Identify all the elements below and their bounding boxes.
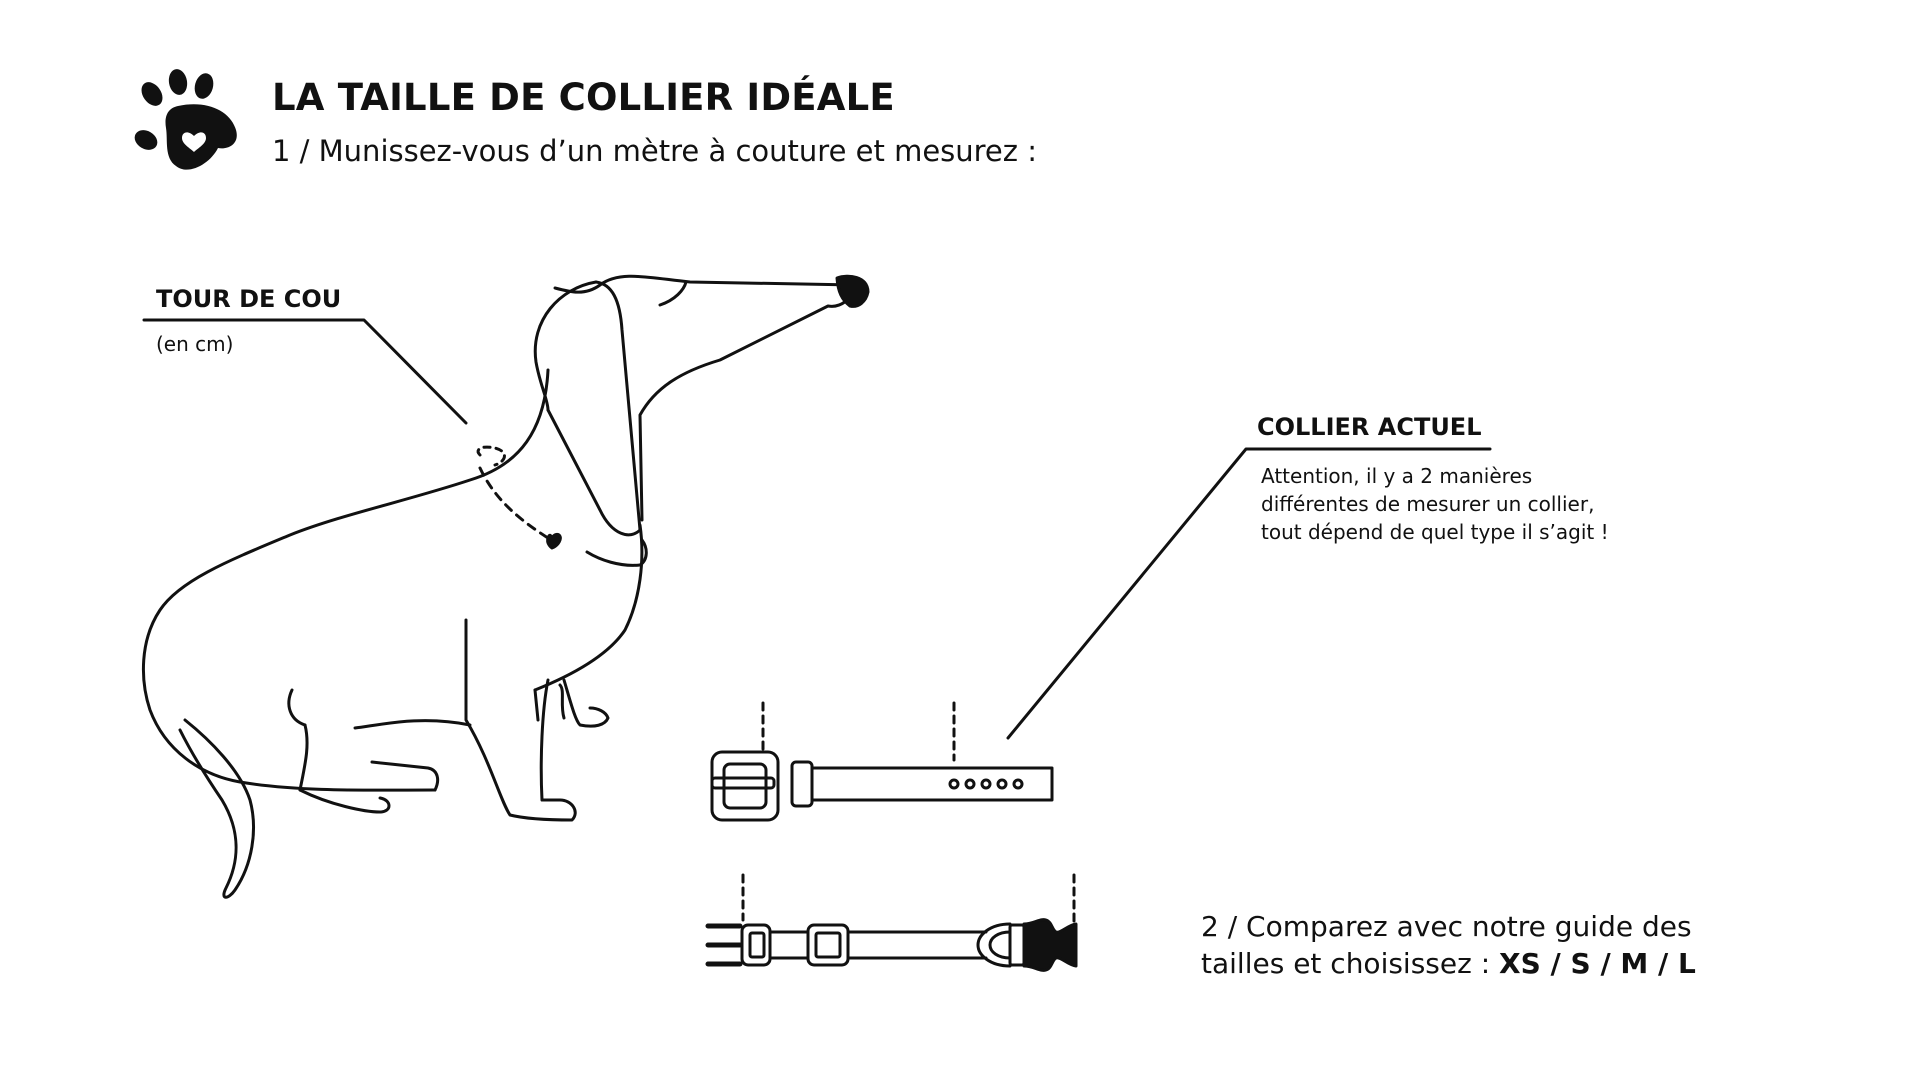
paw-heart-icon <box>134 69 237 170</box>
step-1-instruction: 1 / Munissez-vous d’un mètre à couture e… <box>272 134 1037 168</box>
dachshund-illustration <box>142 274 870 899</box>
neck-measure-unit: (en cm) <box>156 332 234 356</box>
current-collar-note-line: différentes de mesurer un collier, <box>1261 492 1595 516</box>
step-2-line-2: tailles et choisissez : XS / S / M / L <box>1201 945 1861 982</box>
current-collar-note: Attention, il y a 2 manières différentes… <box>1261 462 1721 546</box>
step-2-line-1: 2 / Comparez avec notre guide des <box>1201 910 1692 943</box>
clip-collar-icon <box>705 873 1078 972</box>
size-options: XS / S / M / L <box>1499 947 1696 980</box>
step-2-line-2-prefix: tailles et choisissez : <box>1201 947 1500 980</box>
page-title: LA TAILLE DE COLLIER IDÉALE <box>272 76 895 119</box>
buckle-collar-icon <box>710 701 1054 822</box>
neck-callout-line <box>142 318 468 425</box>
neck-measure-label: TOUR DE COU <box>156 285 342 313</box>
current-collar-label: COLLIER ACTUEL <box>1257 413 1482 441</box>
collar-callout-line <box>1006 447 1492 740</box>
current-collar-note-line: Attention, il y a 2 manières <box>1261 464 1533 488</box>
current-collar-note-line: tout dépend de quel type il s’agit ! <box>1261 520 1609 544</box>
step-2-instruction: 2 / Comparez avec notre guide des taille… <box>1201 908 1861 982</box>
